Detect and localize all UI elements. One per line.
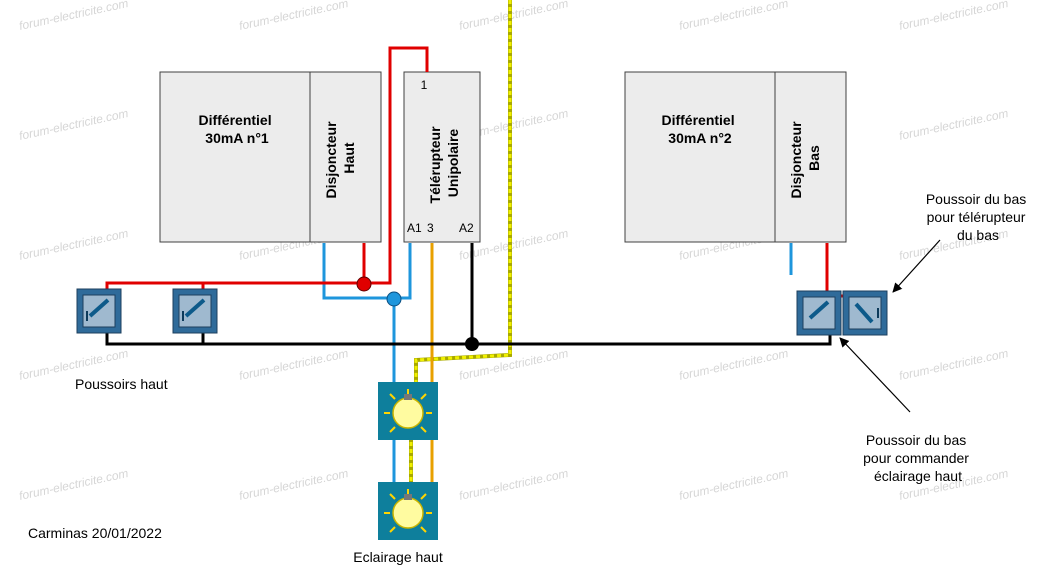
lamp-2 bbox=[378, 482, 438, 540]
push-bottom-relay-label: Poussoir du bas pour télérupteur du bas bbox=[926, 191, 1030, 243]
watermark: forum-electricite.com bbox=[458, 466, 570, 503]
watermark: forum-electricite.com bbox=[238, 0, 350, 33]
watermark: forum-electricite.com bbox=[678, 0, 790, 33]
differential-2-box bbox=[624, 71, 776, 243]
differential-2-label: Différentiel 30mA n°2 bbox=[661, 112, 738, 146]
watermark: forum-electricite.com bbox=[18, 226, 130, 263]
watermark: forum-electricite.com bbox=[18, 106, 130, 143]
push-top-label: Poussoirs haut bbox=[75, 376, 168, 392]
neutral-wire bbox=[322, 243, 412, 300]
watermark: forum-electricite.com bbox=[458, 0, 570, 33]
push-bottom-light-label: Poussoir du bas pour commander éclairage… bbox=[863, 432, 973, 484]
return-junction bbox=[465, 337, 479, 351]
watermark: forum-electricite.com bbox=[898, 346, 1010, 383]
lighting-label: Eclairage haut bbox=[353, 549, 443, 565]
relay-terminal-3: 3 bbox=[427, 221, 434, 235]
lamp-1 bbox=[378, 382, 438, 440]
phase-junction bbox=[356, 276, 372, 292]
push-button-top-1 bbox=[76, 288, 122, 334]
neutral-junction bbox=[386, 291, 402, 307]
breaker-top-box bbox=[309, 71, 382, 243]
push-button-bottom-relay bbox=[842, 290, 888, 336]
breaker-top-label: Disjoncteur Haut bbox=[323, 118, 357, 199]
earth-wire bbox=[409, 0, 512, 485]
author-label: Carminas 20/01/2022 bbox=[28, 525, 162, 541]
relay-box bbox=[403, 71, 481, 243]
breaker-bottom-label: Disjoncteur Bas bbox=[788, 118, 822, 199]
relay-terminal-a2: A2 bbox=[459, 221, 474, 235]
phase-wire bbox=[105, 46, 429, 300]
relay-terminal-a1: A1 bbox=[407, 221, 422, 235]
relay-terminal-1: 1 bbox=[421, 78, 428, 92]
watermark: forum-electricite.com bbox=[898, 0, 1010, 33]
watermark: forum-electricite.com bbox=[18, 466, 130, 503]
push-button-bottom-light bbox=[796, 290, 842, 336]
differential-1-label: Différentiel 30mA n°1 bbox=[198, 112, 275, 146]
watermark: forum-electricite.com bbox=[18, 0, 130, 33]
arrow-to-light-push bbox=[839, 337, 911, 413]
watermark: forum-electricite.com bbox=[898, 106, 1010, 143]
relay-label: Télérupteur Unipolaire bbox=[427, 123, 461, 204]
watermark: forum-electricite.com bbox=[238, 346, 350, 383]
push-button-top-2 bbox=[172, 288, 218, 334]
breaker-bottom-box bbox=[774, 71, 847, 243]
watermark: forum-electricite.com bbox=[238, 466, 350, 503]
watermark: forum-electricite.com bbox=[678, 346, 790, 383]
watermark: forum-electricite.com bbox=[678, 466, 790, 503]
watermark: forum-electricite.com bbox=[458, 346, 570, 383]
differential-1-box bbox=[159, 71, 311, 243]
arrow-to-relay-push bbox=[892, 239, 941, 293]
